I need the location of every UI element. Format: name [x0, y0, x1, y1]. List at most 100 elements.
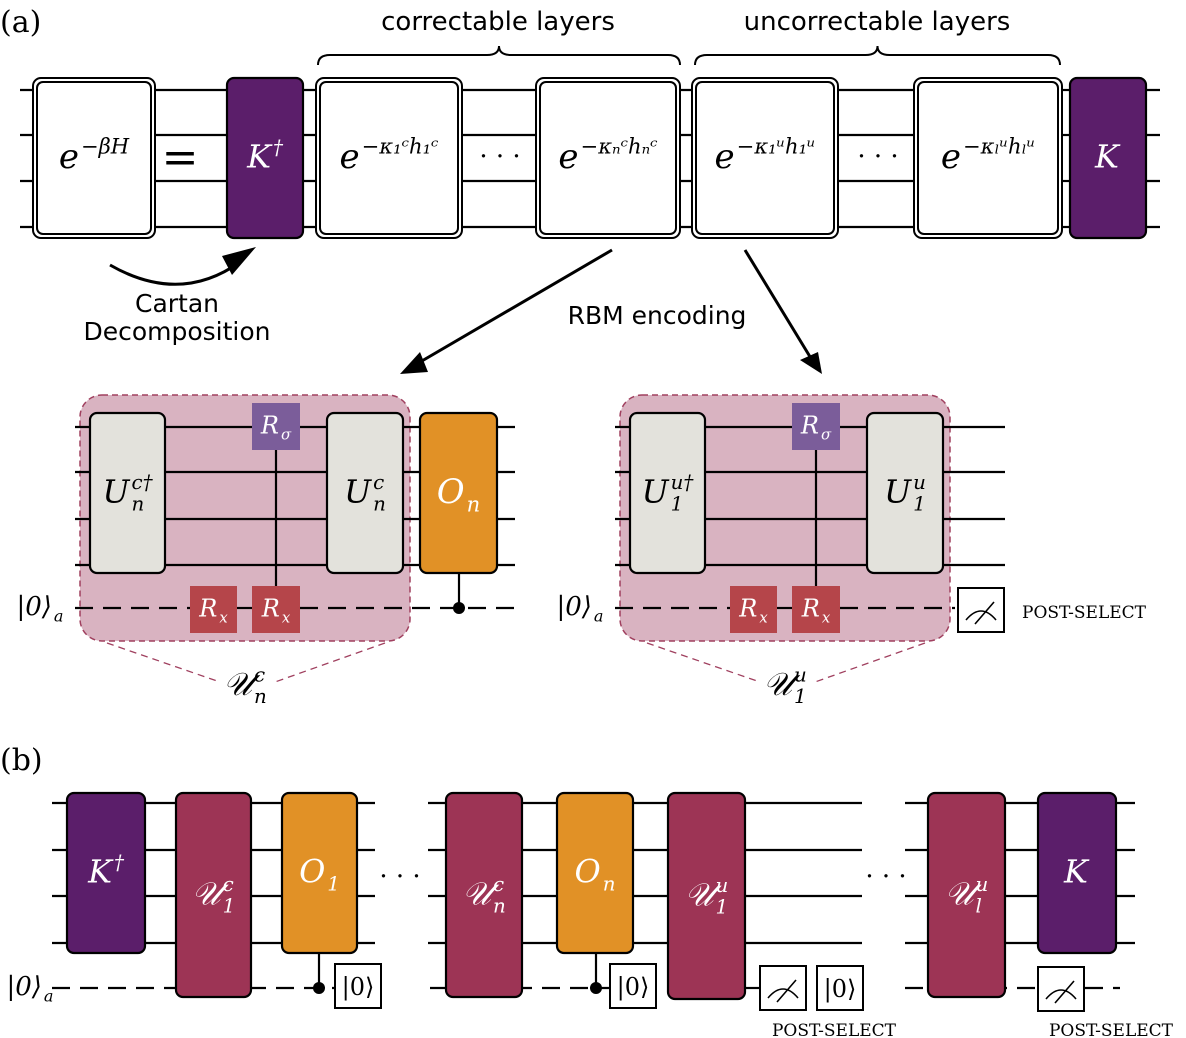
- k-dagger-gate: [225, 76, 305, 240]
- b-u-ul-block: [926, 791, 1007, 999]
- layer-correctable-n-label-superscript: −κₙᶜhₙᶜ: [581, 134, 659, 159]
- right-measurement-box-dial: [965, 601, 997, 625]
- part-b-ancilla-label-subscript: a: [44, 987, 54, 1006]
- right-u-dagger-gate: [628, 411, 707, 575]
- right-ancilla-label: |0⟩a: [556, 592, 603, 626]
- b-u-ul-block-label-superscript: u: [976, 873, 989, 896]
- layer-uncorrectable-l-inner: [917, 81, 1059, 235]
- b-reset-2: [609, 963, 657, 1009]
- left-rx-gate-2-label-base: R: [261, 595, 280, 623]
- left-u-dagger-gate-label-superscript: c†: [131, 471, 153, 494]
- post-select-label-b1: POST-SELECT: [772, 1021, 897, 1038]
- b-u-c1-block: [174, 791, 253, 999]
- layer-uncorrectable-1-label-superscript: −κ₁ᵘh₁ᵘ: [737, 134, 816, 159]
- k-gate-label: K: [1094, 138, 1121, 176]
- post-select-label-b2: POST-SELECT: [1049, 1021, 1174, 1038]
- b-reset-3: [816, 965, 864, 1011]
- b-k-gate-label: K: [1063, 853, 1090, 891]
- b-u-u1-block: [666, 791, 747, 1001]
- left-u-gate-label-base: U: [344, 473, 372, 511]
- brace-uncorrectable: [694, 45, 1061, 66]
- left-u-dagger-gate: [88, 411, 167, 575]
- k-gate-label-base: K: [1094, 138, 1121, 176]
- left-rx-gate-1-label-subscript: x: [219, 609, 228, 627]
- left-o-gate-label-subscript: n: [467, 492, 481, 517]
- left-rx-gate-1: [190, 586, 237, 633]
- left-block-bracket: [106, 642, 386, 683]
- left-block-label-superscript: c: [254, 664, 265, 687]
- ellipsis-correctable: · · ·: [479, 142, 520, 172]
- b-on-gate-label-base: O: [574, 853, 600, 891]
- rbm-arrow-left-head: [400, 352, 428, 374]
- b-measurement-2: [1037, 966, 1085, 1012]
- b-k-dagger-gate-label-base: K: [87, 853, 114, 891]
- b-u-cn-block-label-subscript: n: [493, 895, 506, 918]
- layer-correctable-1-label-base: e: [340, 137, 360, 177]
- right-r-sigma-gate-label-base: R: [800, 412, 819, 440]
- right-rx-gate-2: [792, 586, 840, 633]
- b-u-cn-block-label-superscript: c: [493, 873, 504, 896]
- ellipsis-b1: · · ·: [379, 862, 420, 892]
- right-rx-gate-1: [730, 586, 777, 633]
- equals-sign: =: [162, 132, 199, 183]
- right-measurement-box: [957, 587, 1005, 633]
- b-reset-3-label: |0⟩: [824, 975, 857, 1004]
- part-a-label: (a): [0, 5, 41, 40]
- b-k-dagger-gate-label: K†: [87, 851, 125, 890]
- right-ancilla-label-base: |0⟩: [556, 592, 591, 622]
- b-measurement-1-dial: [767, 979, 799, 1003]
- cartan-arrow: [109, 260, 241, 286]
- b-measurement-1: [759, 965, 807, 1011]
- layer-correctable-1-label: e−κ₁ᶜh₁ᶜ: [340, 134, 440, 177]
- b-o1-gate: [280, 791, 359, 955]
- b-on-gate: [555, 791, 635, 955]
- layer-uncorrectable-1-label-base: e: [715, 137, 735, 177]
- left-u-gate-label-subscript: n: [373, 493, 386, 516]
- layer-uncorrectable-l-label-superscript: −κₗᵘhₗᵘ: [963, 134, 1035, 159]
- b-u-u1-block-label-superscript: u: [716, 874, 729, 897]
- ellipsis-b2: · · ·: [865, 862, 906, 892]
- right-block-bracket: [646, 642, 926, 683]
- right-u-gate-label-superscript: u: [913, 471, 926, 494]
- right-u-dagger-gate-label-base: U: [642, 473, 670, 511]
- left-r-sigma-gate-label-subscript: σ: [281, 426, 292, 444]
- left-u-dagger-gate-label-subscript: n: [131, 493, 144, 516]
- b-on-control-dot: [590, 982, 602, 994]
- k-dagger-gate-label: K†: [246, 136, 284, 175]
- layer-uncorrectable-l: [913, 77, 1063, 239]
- left-u-dagger-gate-label-base: U: [103, 473, 131, 511]
- layer-correctable-1: [315, 77, 463, 239]
- layer-correctable-n: [535, 77, 681, 239]
- rbm-arrow-right-head: [800, 352, 822, 374]
- right-u-gate-label-base: U: [884, 473, 912, 511]
- left-ancilla-label-subscript: a: [54, 607, 64, 626]
- right-r-sigma-gate-label-subscript: σ: [821, 426, 832, 444]
- right-block-label-superscript: u: [794, 664, 807, 687]
- b-reset-2-label: |0⟩: [617, 973, 650, 1002]
- left-ancilla-label: |0⟩a: [16, 592, 63, 626]
- b-u-ul-block-label-subscript: l: [976, 895, 982, 918]
- rbm-arrow-left: [414, 248, 613, 367]
- layer-uncorrectable-1: [691, 77, 839, 239]
- k-dagger-gate-label-superscript: †: [273, 136, 284, 159]
- b-k-dagger-gate: [65, 791, 147, 955]
- left-ancilla-label-base: |0⟩: [16, 592, 51, 622]
- b-reset-1-label: |0⟩: [342, 973, 375, 1002]
- b-u-cn-block: [444, 791, 524, 999]
- cartan-arrow-head: [222, 247, 256, 275]
- layer-uncorrectable-l-label-base: e: [941, 137, 961, 177]
- part-b-ancilla-label-base: |0⟩: [6, 972, 41, 1002]
- b-o1-gate-label-subscript: 1: [327, 873, 340, 896]
- left-rx-gate-1-label-base: R: [198, 595, 217, 623]
- left-rx-gate-2: [252, 586, 300, 633]
